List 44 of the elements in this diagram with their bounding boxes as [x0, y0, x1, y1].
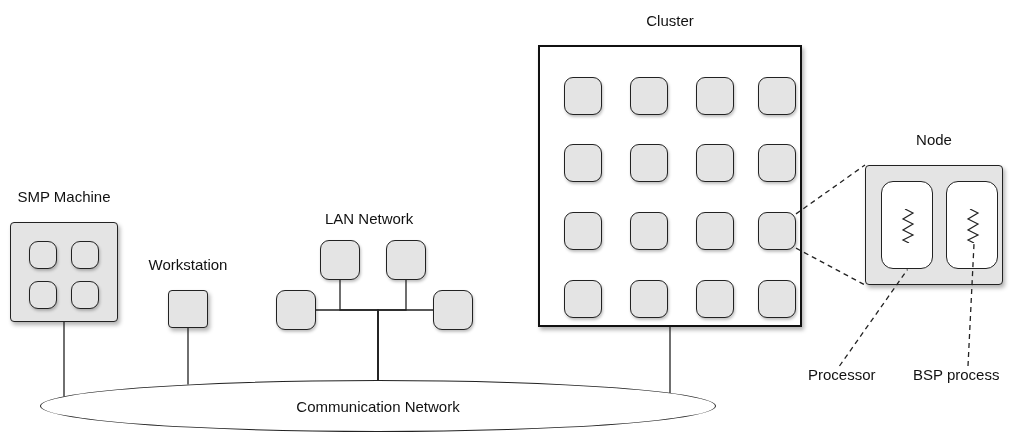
process-zigzag: [900, 209, 916, 243]
processor-box: [630, 77, 668, 115]
leader-line: [967, 243, 975, 367]
processor-box: [386, 240, 426, 280]
processor-box: [946, 181, 998, 269]
processor-box: [758, 144, 796, 182]
dashed-connector: [795, 164, 866, 215]
leader-line: [838, 268, 909, 367]
annotation-text: BSP process: [913, 366, 1013, 386]
processor-box: [696, 280, 734, 318]
processor-box: [696, 144, 734, 182]
processor-box: [320, 240, 360, 280]
processor-box: [630, 212, 668, 250]
processor-box: [630, 280, 668, 318]
processor-box: [276, 290, 316, 330]
network-cable: [377, 309, 434, 381]
processor-box: [29, 241, 57, 269]
processor-box: [564, 144, 602, 182]
network-ellipse: Communication Network: [40, 380, 716, 432]
processor-box: [433, 290, 473, 330]
processor-box: [758, 77, 796, 115]
processor-box: [758, 280, 796, 318]
box-heading: Node: [916, 131, 952, 148]
dashed-connector: [795, 247, 866, 286]
processor-box: [630, 144, 668, 182]
processor-box: [696, 212, 734, 250]
processor-box: [71, 241, 99, 269]
processor-box: [29, 281, 57, 309]
annotation-text: Processor: [808, 366, 878, 386]
box-heading: SMP Machine: [17, 188, 111, 205]
network-cable: [669, 326, 671, 394]
box-heading: Cluster: [646, 12, 694, 29]
processor-box: [758, 212, 796, 250]
processor-box: [696, 77, 734, 115]
network-cable: [187, 327, 189, 386]
processor-box: [71, 281, 99, 309]
network-label: LAN Network: [325, 210, 414, 227]
network-cable: [63, 321, 65, 398]
processor-box: [881, 181, 933, 269]
processor-box: [564, 212, 602, 250]
processor-box: [564, 280, 602, 318]
processor-box: [564, 77, 602, 115]
box-heading: Workstation: [148, 256, 228, 273]
process-zigzag: [965, 209, 981, 243]
